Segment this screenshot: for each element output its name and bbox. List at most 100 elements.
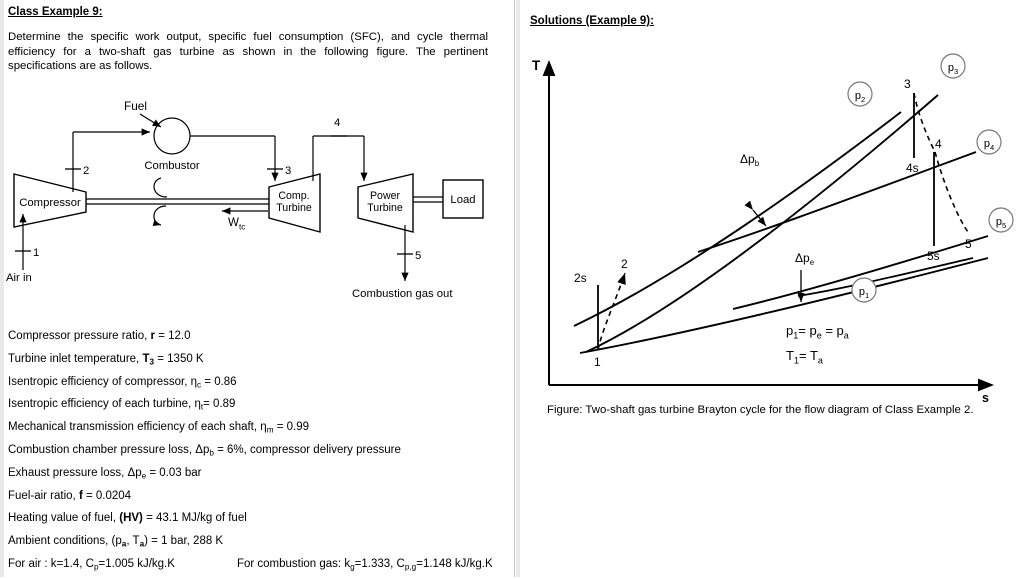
note-temperature-equality: T1= Ta [786, 348, 823, 366]
spec-text: Isentropic efficiency of each turbine, [8, 398, 195, 411]
comp-turbine-label-2: Turbine [276, 202, 312, 214]
shaft-work-label: Wtc [228, 216, 245, 231]
state-point-5: 5 [965, 237, 972, 251]
spec-value: = 0.86 [201, 375, 237, 388]
spec-value: = 0.03 bar [146, 466, 202, 479]
power-turbine-label-2: Turbine [367, 202, 403, 214]
svg-text:p5: p5 [996, 216, 1006, 230]
spec-value: = 0.89 [203, 398, 236, 411]
spec-row: Turbine inlet temperature, T3 = 1350 K [8, 348, 508, 371]
spec-text: Fuel-air ratio, [8, 489, 79, 502]
spec-value: = 12.0 [155, 330, 191, 342]
note-pressure-equality: p1= pe = pa [786, 323, 849, 341]
spec-value: = 6%, compressor delivery pressure [213, 443, 401, 456]
spec-text: Heating value of fuel, [8, 512, 120, 525]
callout-p4: p4 [976, 129, 1002, 155]
spec-row: Fuel-air ratio, f = 0.0204 [8, 485, 508, 508]
svg-text:p4: p4 [984, 138, 994, 152]
state-point-3: 3 [904, 77, 911, 91]
comp-turbine-block [268, 173, 321, 233]
shaft-rotation-arc-top [153, 177, 168, 198]
problem-statement: Determine the specific work output, spec… [8, 31, 488, 73]
spec-symbol: (HV) [119, 512, 143, 525]
solutions-heading: Solutions (Example 9): [530, 15, 654, 27]
spec-value: = 1350 K [154, 352, 204, 365]
fuel-label: Fuel [124, 99, 147, 113]
spec-row: Heating value of fuel, (HV) = 43.1 MJ/kg… [8, 507, 508, 530]
pressure-line-p2 [573, 111, 902, 327]
load-label: Load [450, 194, 475, 206]
station-1-label: 1 [33, 247, 39, 259]
combustor-circle [153, 117, 191, 155]
spec-value: = 43.1 MJ/kg of fuel [142, 512, 247, 525]
delta-pe-label: Δpe [795, 251, 814, 267]
spec-symbol: Δpe [127, 466, 147, 481]
combustion-gas-out-label: Combustion gas out [352, 288, 453, 300]
power-turbine-label-1: Power [370, 190, 400, 202]
spec-value: =1.148 kJ/kg.K [416, 557, 493, 570]
spec-symbol: a [121, 539, 127, 549]
spec-row: Exhaust pressure loss, Δpe = 0.03 bar [8, 462, 508, 485]
compressor-block [13, 173, 87, 228]
ts-diagram-chart: T s [518, 30, 1024, 410]
spec-symbol: ηc [190, 375, 202, 389]
spec-row: Mechanical transmission efficiency of ea… [8, 416, 508, 439]
segment-1-2-actual [597, 272, 626, 351]
state-point-5s: 5s [927, 249, 940, 263]
specification-list: Compressor pressure ratio, r = 12.0 Turb… [8, 325, 508, 576]
left-panel: Class Example 9: Determine the specific … [6, 6, 508, 576]
svg-text:p1: p1 [859, 286, 869, 300]
right-panel: Solutions (Example 9): T [518, 0, 1024, 577]
spec-value: =1.005 kJ/kg.K [98, 557, 175, 570]
delta-pb-arrow [744, 200, 767, 227]
power-turbine-block [357, 173, 414, 233]
spec-symbol: ηt [194, 398, 204, 412]
spec-value: = 0.99 [273, 421, 310, 434]
pressure-line-pe [797, 257, 974, 297]
state-point-4s: 4s [906, 161, 919, 175]
spec-row-ambient: Ambient conditions, (pa, Ta) = 1 bar, 28… [8, 530, 508, 553]
pressure-line-p3 [585, 94, 939, 353]
spec-text: =1.333, C [354, 557, 405, 570]
spec-text: Ambient conditions, (p [8, 535, 122, 548]
spec-value: ) = 1 bar, 288 K [144, 535, 224, 548]
station-4-label: 4 [334, 117, 340, 129]
spec-value: = 0.0204 [82, 489, 132, 502]
spec-symbol: a [139, 539, 145, 549]
spec-row: Isentropic efficiency of each turbine, η… [8, 393, 508, 416]
station-3-label: 3 [285, 165, 291, 177]
spec-text: For combustion gas: k [236, 557, 351, 570]
spec-text: For air : k=1.4, C [8, 557, 94, 570]
x-axis-label: s [982, 391, 989, 405]
pressure-line-p5 [732, 235, 989, 310]
fuel-arrow [139, 113, 162, 128]
pressure-line-p4 [697, 151, 977, 253]
spec-text: Mechanical transmission efficiency of ea… [8, 421, 261, 434]
spec-symbol: f [78, 489, 83, 502]
spec-symbol: Δpb [195, 443, 214, 458]
load-block [442, 179, 484, 219]
page-left-edge [0, 0, 4, 577]
spec-symbol: r [150, 330, 156, 342]
callout-p1: p1 [851, 277, 877, 303]
spec-symbol: T3 [142, 352, 155, 367]
combustor-label: Combustor [144, 160, 199, 172]
spec-row: Compressor pressure ratio, r = 12.0 [8, 325, 508, 348]
y-axis-label: T [532, 58, 541, 73]
state-point-1: 1 [594, 355, 601, 369]
callout-p2: p2 [847, 81, 873, 107]
spec-text: Exhaust pressure loss, [8, 466, 128, 479]
air-in-label: Air in [6, 272, 32, 284]
compressor-label: Compressor [19, 197, 81, 209]
callout-p3: p3 [940, 53, 966, 79]
comp-turbine-label-1: Comp. [278, 190, 309, 202]
delta-pb-label: Δpb [740, 152, 760, 168]
svg-text:p3: p3 [948, 62, 958, 76]
spec-text: Combustion chamber pressure loss, [8, 443, 196, 456]
spec-row: Isentropic efficiency of compressor, ηc … [8, 371, 508, 394]
spec-text: Isentropic efficiency of compressor, [8, 375, 191, 388]
spec-symbol: ηm [260, 421, 274, 435]
panel-divider [514, 0, 515, 577]
state-point-2: 2 [621, 257, 628, 271]
